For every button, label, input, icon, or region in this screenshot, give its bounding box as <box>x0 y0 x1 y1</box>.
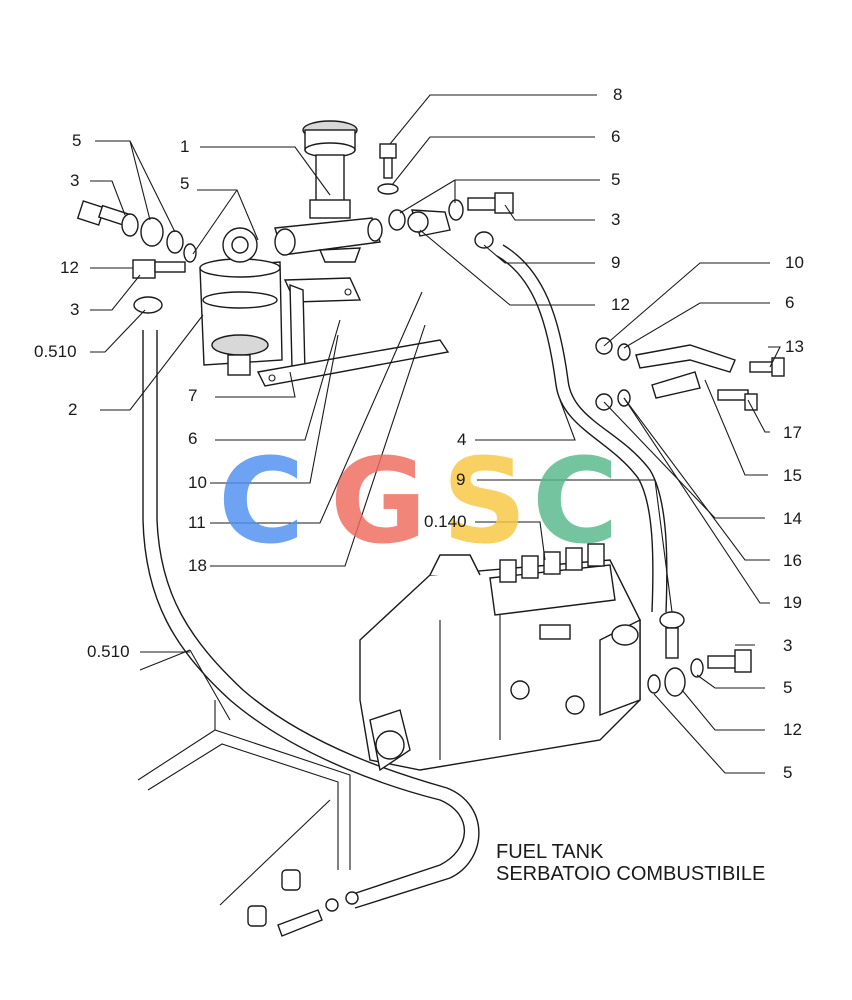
callout-1: 1 <box>180 137 189 156</box>
callout-18: 18 <box>188 556 207 575</box>
watermark-letter-2: G <box>330 432 427 570</box>
hose-filter-to-tank <box>142 330 466 896</box>
callout-17: 17 <box>783 423 802 442</box>
callout-3: 3 <box>70 171 79 190</box>
callout-0510: 0.510 <box>34 342 77 361</box>
callout-0510: 0.510 <box>87 642 130 661</box>
callout-19: 19 <box>783 593 802 612</box>
callout-8: 8 <box>613 85 622 104</box>
callout-6: 6 <box>785 293 794 312</box>
callout-6: 6 <box>611 127 620 146</box>
callout-12: 12 <box>60 258 79 277</box>
callout-5: 5 <box>72 131 81 150</box>
caption-line-1: FUEL TANK <box>496 841 604 863</box>
watermark: C G S C <box>218 432 619 570</box>
callout-4: 4 <box>457 430 466 449</box>
injection-pump <box>359 543 641 772</box>
fuel-filter <box>199 227 283 376</box>
watermark-letter-1: C <box>218 432 305 570</box>
callout-5: 5 <box>783 678 792 697</box>
callout-12: 12 <box>783 720 802 739</box>
callout-12: 12 <box>611 295 630 314</box>
callout-5: 5 <box>783 763 792 782</box>
hose-4 <box>502 244 668 613</box>
callout-2: 2 <box>68 400 77 419</box>
callout-3: 3 <box>783 636 792 655</box>
caption: FUEL TANK SERBATOIO COMBUSTIBILE <box>496 841 765 885</box>
callout-11: 11 <box>188 513 206 532</box>
callout-15: 15 <box>783 466 802 485</box>
pump-inlet-fitting <box>647 611 752 697</box>
bracket <box>256 277 450 387</box>
callout-9: 9 <box>456 470 465 489</box>
fuel-tank-outline <box>137 700 351 906</box>
left-banjo-assembly <box>76 200 197 314</box>
watermark-letter-3: S <box>442 432 527 570</box>
callout-16: 16 <box>783 551 802 570</box>
tank-fittings <box>247 869 359 937</box>
priming-pump <box>274 120 383 263</box>
callout-7: 7 <box>188 386 197 405</box>
callout-9: 9 <box>611 253 620 272</box>
fuel-hoses <box>137 244 668 909</box>
right-top-banjo-assembly <box>377 143 514 249</box>
callout-labels: 1 2 3 3 3 3 4 5 5 5 5 5 6 6 6 7 8 9 9 10… <box>34 85 804 782</box>
callout-3: 3 <box>70 300 79 319</box>
callout-10: 10 <box>785 253 804 272</box>
caption-line-2: SERBATOIO COMBUSTIBILE <box>496 863 765 885</box>
callout-10: 10 <box>188 473 207 492</box>
callout-0140: 0.140 <box>424 512 467 531</box>
watermark-letter-4: C <box>532 432 619 570</box>
callout-14: 14 <box>783 509 802 528</box>
callout-6: 6 <box>188 429 197 448</box>
callout-13: 13 <box>785 337 804 356</box>
callout-5: 5 <box>180 174 189 193</box>
callout-5: 5 <box>611 170 620 189</box>
callout-3: 3 <box>611 210 620 229</box>
leader-lines <box>90 94 781 774</box>
